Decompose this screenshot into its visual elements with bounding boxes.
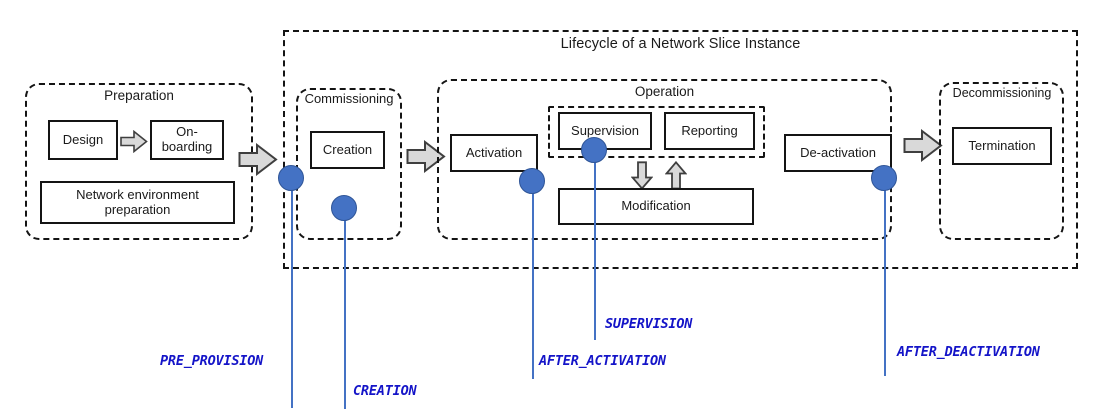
box-onboarding-line1: On- [176, 124, 198, 140]
leader-line-after-activation [532, 181, 534, 379]
leader-line-after-deactivation [884, 178, 886, 376]
arrow-right-commissioning-to-operation [406, 140, 446, 173]
annotation-supervision: SUPERVISION [605, 316, 693, 332]
state-marker-supervision[interactable] [581, 137, 607, 163]
arrow-right-preparation-to-commissioning [238, 143, 278, 176]
box-modification: Modification [558, 188, 754, 225]
annotation-creation: CREATION [353, 383, 417, 399]
arrow-right-operation-to-decommissioning [903, 129, 943, 162]
annotation-after-activation: AFTER_ACTIVATION [539, 353, 666, 369]
box-activation: Activation [450, 134, 538, 172]
phase-label-operation: Operation [634, 84, 695, 99]
phase-label-preparation: Preparation [104, 88, 174, 103]
phase-group-commissioning [296, 88, 402, 240]
box-termination: Termination [952, 127, 1052, 165]
annotation-after-deactivation: AFTER_DEACTIVATION [897, 344, 1040, 360]
box-onboarding-line2: boarding [161, 139, 213, 154]
lifecycle-outer-boundary [283, 30, 1078, 269]
lifecycle-title: Lifecycle of a Network Slice Instance [560, 36, 801, 52]
state-marker-creation[interactable] [331, 195, 357, 221]
arrow-up-from-modification [665, 161, 687, 190]
state-marker-after-activation[interactable] [519, 168, 545, 194]
box-network-env-line2: preparation [104, 201, 171, 217]
box-network-env-line1: Network environment [76, 186, 199, 202]
annotation-pre-provision: PRE_PROVISION [160, 353, 264, 369]
phase-label-decommissioning: Decommissioning [952, 86, 1052, 100]
leader-line-creation [344, 208, 346, 409]
state-marker-pre-provision[interactable] [278, 165, 304, 191]
box-design: Design [48, 120, 118, 160]
subgroup-supervision-reporting [548, 106, 765, 158]
box-reporting: Reporting [664, 112, 755, 150]
box-network-environment-preparation: Network environment preparation [40, 181, 235, 224]
state-marker-after-deactivation[interactable] [871, 165, 897, 191]
box-onboarding: On- boarding [150, 120, 224, 160]
leader-line-pre-provision [291, 178, 293, 408]
leader-line-supervision [594, 150, 596, 340]
arrow-down-to-modification [631, 161, 653, 190]
box-deactivation: De-activation [784, 134, 892, 172]
arrow-right-design-to-onboarding [120, 130, 148, 153]
phase-group-decommissioning [939, 82, 1064, 240]
phase-label-commissioning: Commissioning [304, 91, 394, 106]
box-creation: Creation [310, 131, 385, 169]
